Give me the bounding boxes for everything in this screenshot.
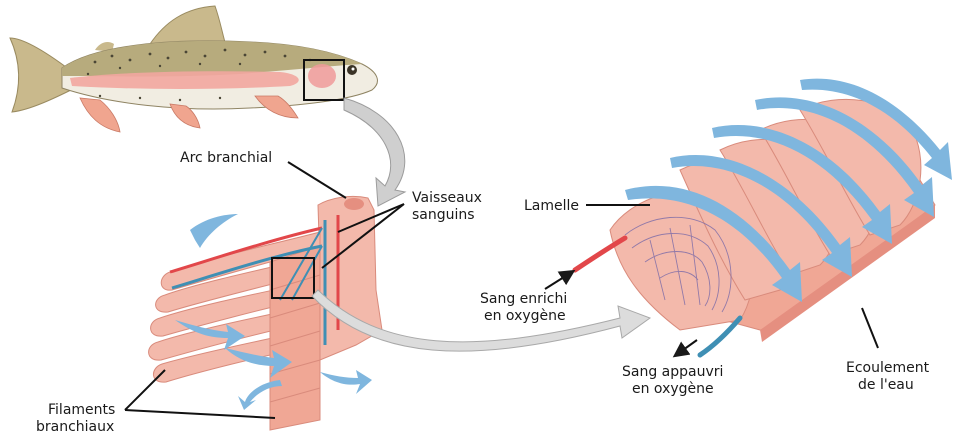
- callout-vaisseaux-1: [337, 203, 405, 233]
- callout-vaisseaux-2: [321, 203, 405, 269]
- label-ecoulement-line1: Ecoulement: [846, 360, 930, 376]
- callout-arc: [287, 161, 347, 199]
- deoxygenated-vessel: [697, 315, 743, 358]
- arrow-sang-enrichi: [544, 269, 576, 290]
- trout-illustration: [9, 5, 378, 133]
- lamella-water-arrows: [625, 78, 952, 302]
- zoom-arrow-fish-to-arch: [343, 97, 407, 207]
- gill-arch-illustration: [148, 195, 383, 431]
- zoom-arrow-arch-to-lamella: [311, 289, 652, 352]
- label-ecoulement-line2: de l'eau: [858, 377, 914, 393]
- artery-vessel: [169, 226, 323, 274]
- arch-water-arrows: [175, 214, 372, 410]
- label-filaments-line1: Filaments: [48, 402, 115, 418]
- callout-filaments-1: [124, 369, 166, 411]
- label-arc-branchial: Arc branchial: [180, 150, 272, 166]
- fish-spots: [86, 48, 312, 102]
- callout-ecoulement: [861, 307, 879, 349]
- filament-highlight-box: [271, 257, 315, 299]
- label-sang-enrichi-line2: en oxygène: [484, 308, 566, 324]
- capillary-network: [624, 216, 732, 313]
- label-lamelle: Lamelle: [524, 198, 579, 214]
- label-vaisseaux-line1: Vaisseaux: [412, 190, 482, 206]
- lamellae-illustration: [572, 78, 952, 358]
- label-filaments-line2: branchiaux: [36, 419, 114, 434]
- label-sang-appauvri-line1: Sang appauvri: [622, 364, 723, 380]
- label-sang-appauvri-line2: en oxygène: [632, 381, 714, 397]
- arrow-sang-appauvri: [672, 339, 698, 358]
- vein-vessel: [171, 244, 323, 290]
- gill-highlight-box: [303, 59, 345, 101]
- callout-filaments-2: [124, 409, 276, 419]
- oxygenated-vessel: [572, 235, 628, 273]
- label-sang-enrichi-line1: Sang enrichi: [480, 291, 567, 307]
- callout-lines: [124, 161, 879, 419]
- label-vaisseaux-line2: sanguins: [412, 207, 475, 223]
